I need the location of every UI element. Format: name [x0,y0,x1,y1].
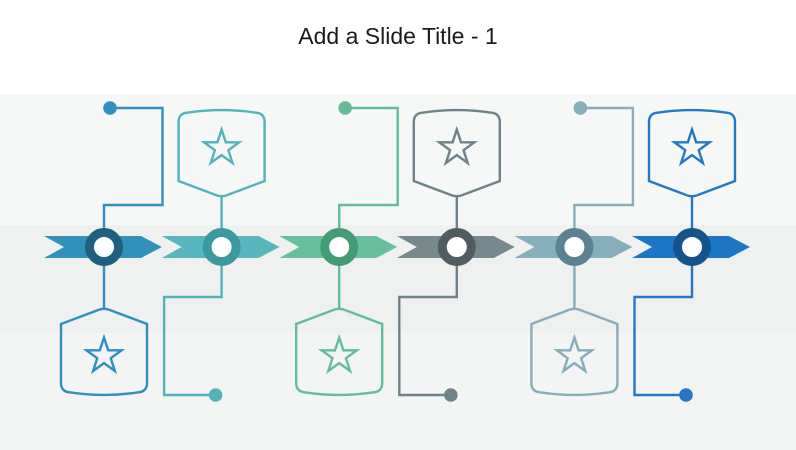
connector-endpoint-dot [573,101,588,115]
timeline-node [437,228,476,266]
star-icon [200,125,243,167]
connector-endpoint-dot [338,101,353,115]
elbow-connector [162,248,223,397]
slide-title-placeholder[interactable]: Add a Slide Title - 1 [298,23,498,49]
timeline-node [320,228,359,266]
elbow-connector [633,248,694,397]
milestone-6[interactable] [632,108,750,402]
elbow-connector [338,106,399,246]
milestone-3[interactable] [279,101,399,397]
milestone-4[interactable] [396,108,515,402]
star-icon [670,125,714,167]
star-icon [553,333,596,375]
milestone-2[interactable] [161,108,280,402]
timeline-node [85,228,123,266]
star-badge-outline [530,307,619,397]
star-badge-outline [295,307,384,397]
connector-endpoint-dot [103,101,117,115]
star-icon [435,125,479,167]
elbow-connector [573,106,635,246]
connector-endpoint-dot [208,388,223,402]
star-badge-outline [412,108,501,198]
timeline-node [673,228,711,266]
star-badge-outline [177,108,266,198]
connector-endpoint-dot [679,388,693,402]
star-icon [317,333,361,375]
star-badge-outline [59,307,149,397]
elbow-connector [102,106,164,246]
milestone-5[interactable] [514,101,635,397]
star-badge-outline [647,108,737,198]
star-icon [82,333,126,375]
timeline-node [555,228,594,266]
milestone-1[interactable] [44,101,164,397]
background-band [0,0,796,94]
elbow-connector [398,248,458,397]
connector-endpoint-dot [444,388,458,402]
background-band [0,333,796,450]
timeline-node [202,228,241,266]
